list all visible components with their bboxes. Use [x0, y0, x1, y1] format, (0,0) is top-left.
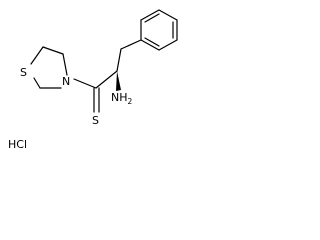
amine-label: NH2 [111, 91, 133, 106]
phenyl-ring [140, 9, 178, 51]
ring-sulfur-label: S [20, 66, 27, 79]
n-c-bond [73, 78, 97, 89]
c-calpha-bond [95, 70, 118, 89]
amine-wedge-bond [116, 71, 121, 91]
structure-diagram: S N S NH2 HCl [8, 9, 178, 151]
thione-sulfur-label: S [92, 114, 99, 127]
amine-subscript: 2 [128, 97, 133, 106]
amine-nh-text: NH [111, 91, 128, 104]
thiazolidine-ring [30, 46, 68, 89]
calpha-ch2-bond [116, 48, 122, 72]
thione-double-bond [93, 87, 100, 113]
ch2-phenyl-bond [120, 39, 142, 50]
ring-nitrogen-label: N [62, 75, 70, 88]
salt-label: HCl [8, 138, 27, 151]
